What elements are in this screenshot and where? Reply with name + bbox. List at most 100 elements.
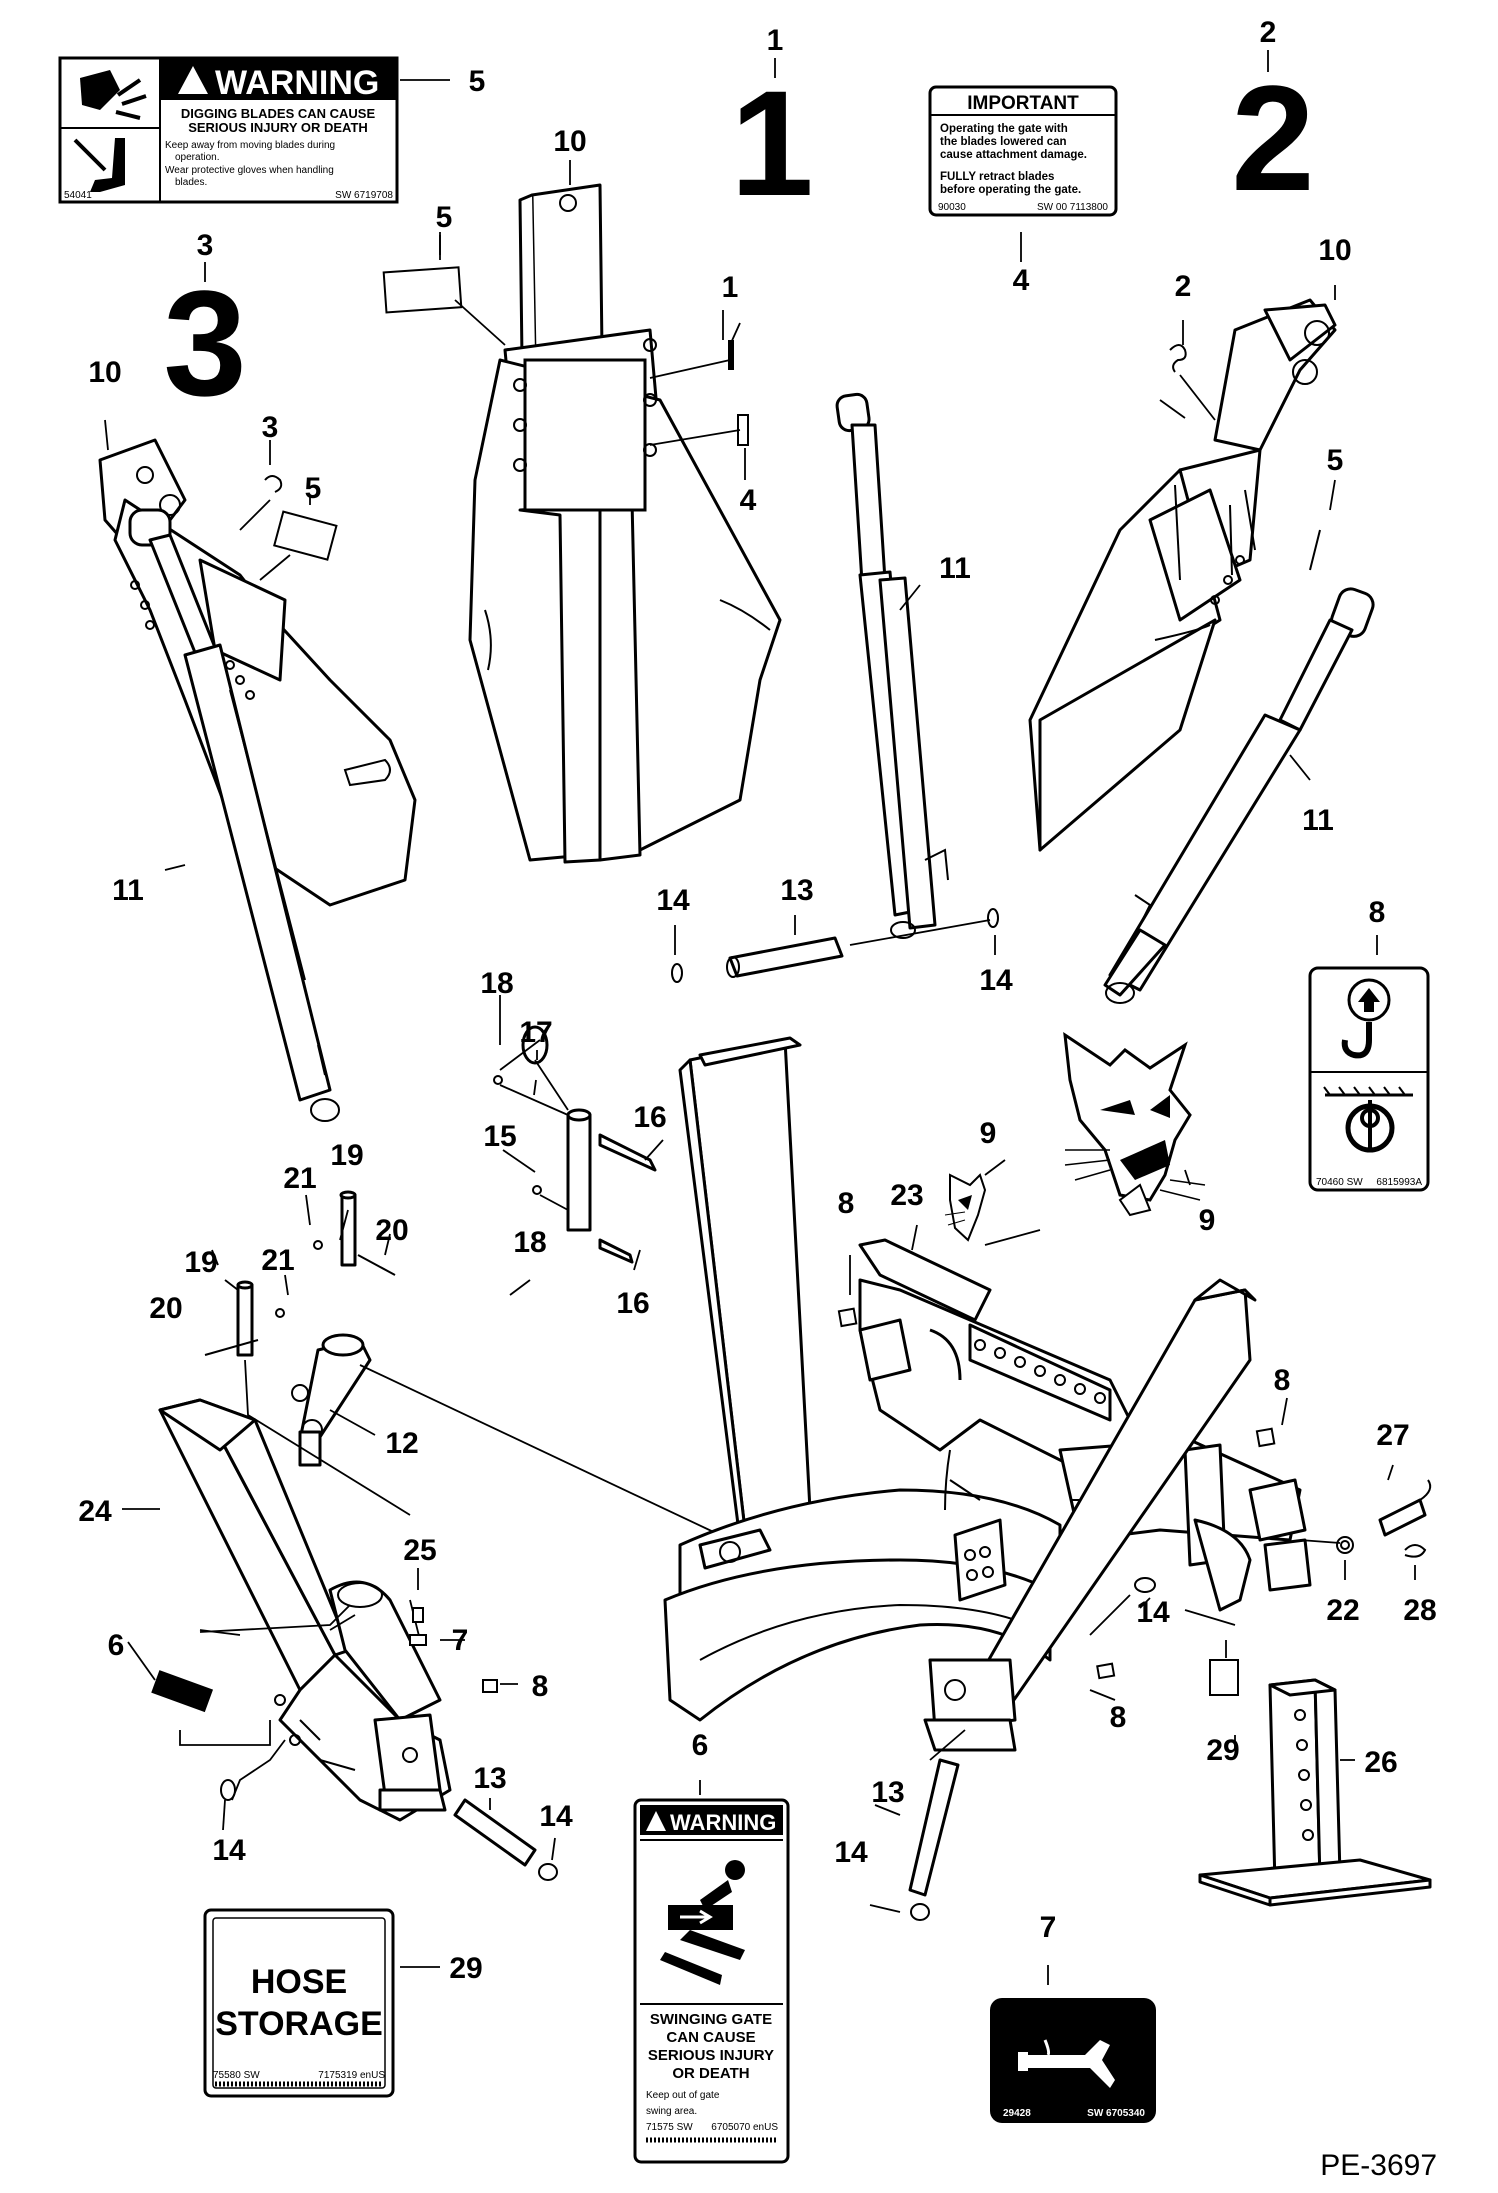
callout-7: 7 bbox=[1040, 1911, 1057, 1944]
callout-28: 28 bbox=[1403, 1594, 1436, 1627]
callout-17: 17 bbox=[519, 1016, 552, 1049]
pin-27-assembly bbox=[1299, 1479, 1432, 1558]
callout-9: 9 bbox=[1199, 1204, 1216, 1237]
left-frame-assembly bbox=[158, 1398, 452, 1822]
svg-text:Operating the gate with: Operating the gate with bbox=[940, 123, 1068, 135]
callout-6: 6 bbox=[108, 1629, 125, 1662]
decal-header: WARNING bbox=[670, 1810, 776, 1835]
svg-text:DIGGING BLADES CAN CAUSE: DIGGING BLADES CAN CAUSE bbox=[181, 106, 376, 121]
callout-22: 22 bbox=[1326, 1594, 1359, 1627]
blade-assembly-front bbox=[468, 183, 782, 864]
svg-text:Wear protective gloves when ha: Wear protective gloves when handling bbox=[165, 165, 334, 176]
callout-4: 4 bbox=[740, 484, 757, 517]
callout-6: 6 bbox=[692, 1729, 709, 1762]
callout-7: 7 bbox=[452, 1624, 469, 1657]
callout-14: 14 bbox=[834, 1836, 868, 1869]
hook-icon bbox=[1169, 344, 1187, 373]
callout-18: 18 bbox=[480, 967, 513, 1000]
pin-15-assembly bbox=[493, 1025, 657, 1264]
svg-text:CAN CAUSE: CAN CAUSE bbox=[666, 2029, 755, 2046]
callout-2: 2 bbox=[1260, 16, 1277, 49]
callout-29: 29 bbox=[449, 1952, 482, 1985]
callout-8: 8 bbox=[1274, 1364, 1291, 1397]
callout-2: 2 bbox=[1175, 270, 1192, 303]
callout-14: 14 bbox=[539, 1800, 573, 1833]
svg-text:SERIOUS INJURY: SERIOUS INJURY bbox=[648, 2047, 774, 2064]
callout-5: 5 bbox=[305, 472, 322, 505]
callout-21: 21 bbox=[283, 1162, 316, 1195]
svg-text:6815993A: 6815993A bbox=[1376, 1177, 1422, 1188]
hydraulic-cylinder-right bbox=[1103, 587, 1375, 1004]
callout-26: 26 bbox=[1364, 1746, 1397, 1779]
blade-assembly-right bbox=[1028, 298, 1337, 852]
callout-20: 20 bbox=[375, 1214, 408, 1247]
callout-8: 8 bbox=[1369, 896, 1386, 929]
svg-text:Keep away from moving blades d: Keep away from moving blades during bbox=[165, 140, 335, 151]
svg-text:SWINGING GATE: SWINGING GATE bbox=[650, 2011, 772, 2028]
jack-stand bbox=[1198, 1678, 1432, 1907]
callout-19: 19 bbox=[184, 1246, 217, 1279]
callout-14: 14 bbox=[212, 1834, 246, 1867]
callout-23: 23 bbox=[890, 1179, 923, 1212]
svg-text:71575 SW: 71575 SW bbox=[646, 2122, 693, 2133]
svg-text:swing area.: swing area. bbox=[646, 2106, 697, 2117]
callout-11: 11 bbox=[112, 874, 144, 907]
callout-11: 11 bbox=[1302, 804, 1334, 837]
callout-10: 10 bbox=[1318, 234, 1351, 267]
callout-3: 3 bbox=[197, 229, 214, 262]
svg-text:90030: 90030 bbox=[938, 202, 966, 213]
callout-12: 12 bbox=[385, 1427, 418, 1460]
callout-13: 13 bbox=[871, 1776, 904, 1809]
callout-14: 14 bbox=[979, 964, 1013, 997]
callout-15: 15 bbox=[483, 1120, 516, 1153]
svg-text:70460 SW: 70460 SW bbox=[1316, 1177, 1363, 1188]
alert-triangle-icon bbox=[646, 1811, 666, 1831]
decal-warning-blades: WARNING DIGGING BLADES CAN CAUSE SERIOUS… bbox=[58, 56, 399, 204]
tie-down-icon bbox=[1323, 1086, 1413, 1153]
decal-header: IMPORTANT bbox=[967, 93, 1079, 114]
callout-1: 1 bbox=[722, 271, 739, 304]
decal-important: IMPORTANT Operating the gate with the bl… bbox=[928, 85, 1118, 217]
bobcat-logo-icon bbox=[1063, 1031, 1206, 1217]
view-number-2: 2 bbox=[1231, 54, 1314, 222]
hand-cut-icon bbox=[80, 70, 147, 120]
foot-blade-icon bbox=[73, 138, 125, 192]
svg-text:OR DEATH: OR DEATH bbox=[672, 2065, 749, 2082]
hook-small bbox=[264, 475, 283, 493]
hydraulic-cylinder-left bbox=[128, 508, 340, 1122]
svg-text:the blades lowered can: the blades lowered can bbox=[940, 136, 1067, 148]
callout-14: 14 bbox=[1136, 1596, 1170, 1629]
view-number-3: 3 bbox=[163, 259, 246, 427]
grease-gun-icon bbox=[1025, 2040, 1115, 2088]
svg-text:SW 6719708: SW 6719708 bbox=[335, 190, 393, 201]
svg-text:75580 SW: 75580 SW bbox=[213, 2070, 260, 2081]
figure-reference: PE-3697 bbox=[1320, 2149, 1437, 2182]
svg-text:7175319 enUS: 7175319 enUS bbox=[318, 2070, 385, 2081]
callout-9: 9 bbox=[980, 1117, 997, 1150]
callout-16: 16 bbox=[616, 1287, 649, 1320]
callout-10: 10 bbox=[88, 356, 121, 389]
svg-text:FULLY retract blades: FULLY retract blades bbox=[940, 171, 1054, 183]
callout-18: 18 bbox=[513, 1226, 546, 1259]
callout-8: 8 bbox=[532, 1670, 549, 1703]
callout-25: 25 bbox=[403, 1534, 436, 1567]
decal-lift-point: 70460 SW 6815993A bbox=[1308, 966, 1430, 1192]
svg-text:operation.: operation. bbox=[175, 152, 219, 163]
svg-text:STORAGE: STORAGE bbox=[215, 2005, 383, 2043]
main-frame-assembly bbox=[663, 1036, 1312, 1752]
svg-text:blades.: blades. bbox=[175, 177, 207, 188]
callout-16: 16 bbox=[633, 1101, 666, 1134]
svg-text:cause attachment damage.: cause attachment damage. bbox=[940, 149, 1087, 161]
cylinder-12 bbox=[244, 1333, 721, 1536]
callout-14: 14 bbox=[656, 884, 690, 917]
decal-5-placeholder bbox=[382, 266, 463, 314]
decal-6-placeholder bbox=[151, 1670, 214, 1713]
svg-text:SW 6705340: SW 6705340 bbox=[1087, 2108, 1145, 2119]
bobcat-logo-small-icon bbox=[944, 1173, 987, 1242]
callout-20: 20 bbox=[149, 1292, 182, 1325]
callout-3: 3 bbox=[262, 411, 279, 444]
callout-labels: 1 2 5 10 4 10 3 5 1 2 10 3 5 4 5 11 11 1… bbox=[78, 16, 1436, 1985]
svg-text:SW 00 7113800: SW 00 7113800 bbox=[1037, 202, 1108, 213]
callout-29: 29 bbox=[1206, 1734, 1239, 1767]
